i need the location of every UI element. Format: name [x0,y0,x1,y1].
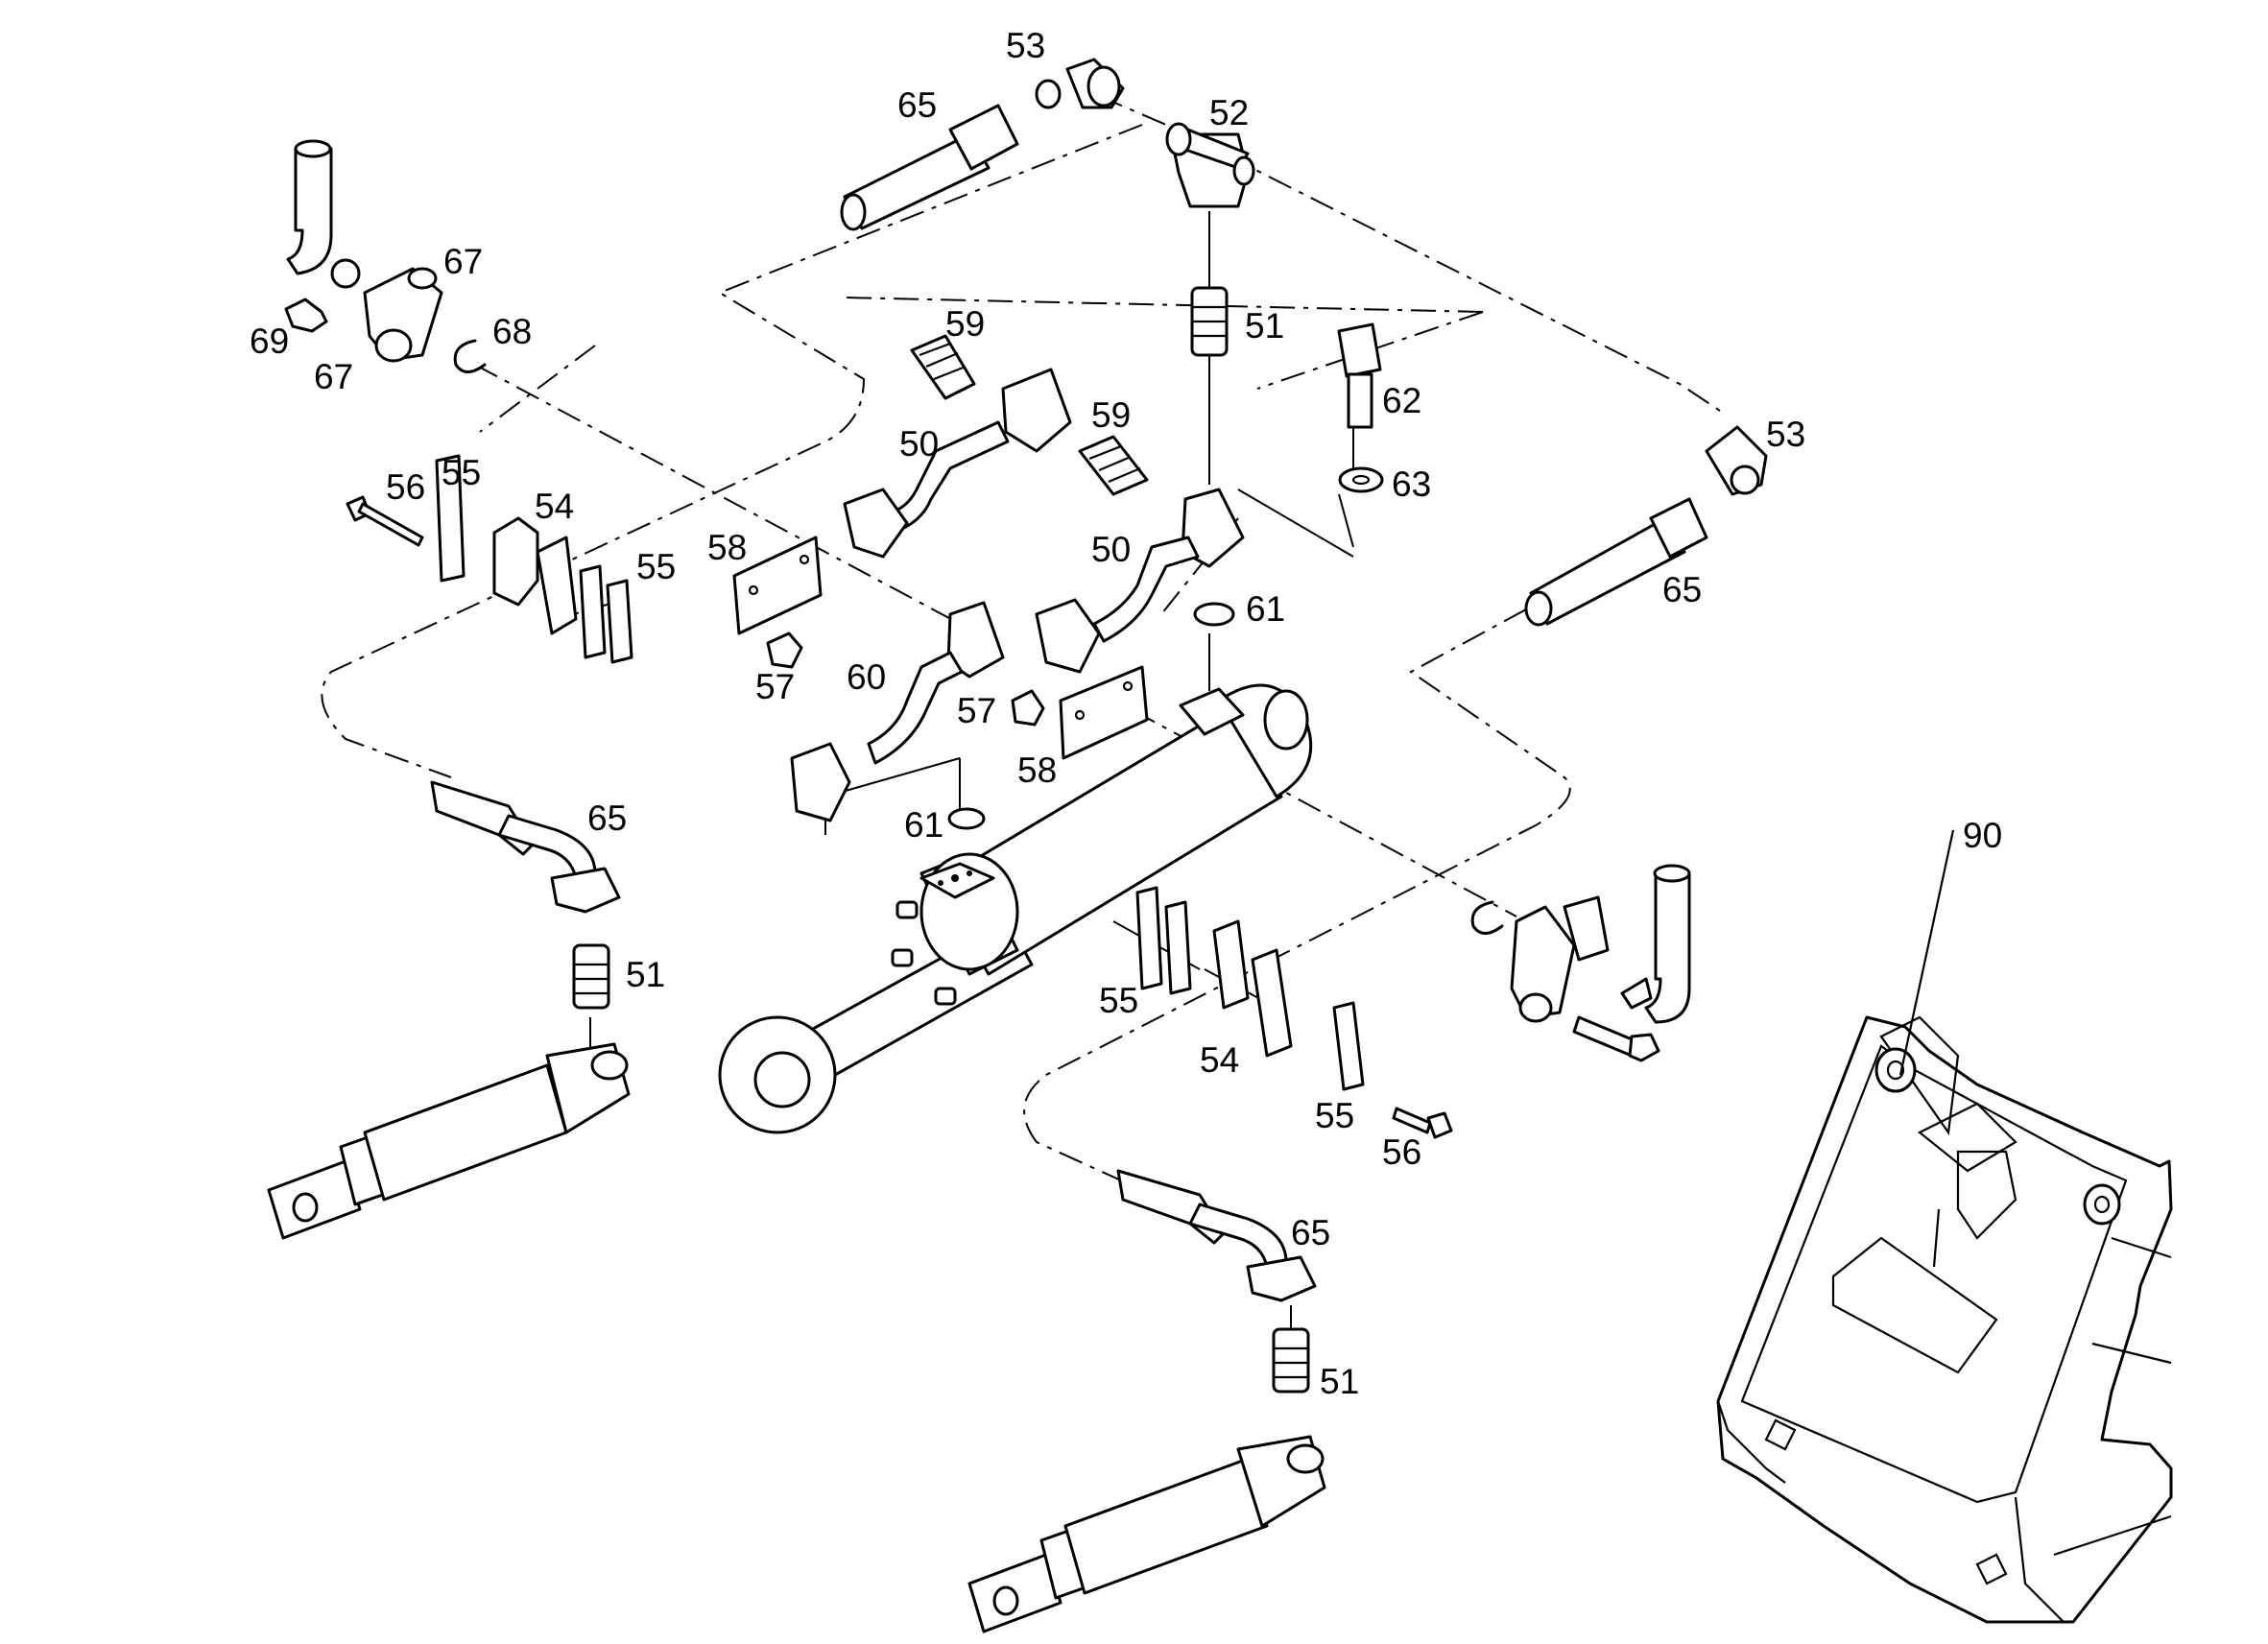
label-55: 55 [442,453,481,492]
label-69: 69 [250,322,289,361]
nipple-51-left [572,943,610,1010]
nipple-51-bottom [1272,1327,1310,1394]
label-65: 65 [1291,1213,1330,1252]
clamp-54-upper [492,516,578,635]
bolt-62 [1337,322,1382,429]
label-61: 61 [1246,589,1285,629]
label-59: 59 [1091,395,1131,435]
label-55: 55 [1099,981,1138,1020]
bolt-56-lower [1392,1107,1453,1139]
label-50: 50 [899,424,939,464]
hose-65-right [1524,497,1708,627]
assembly-leader-lines [321,95,1724,1191]
washer-63 [1338,466,1384,493]
hydraulic-cylinder-main [718,683,1313,1134]
label-60: 60 [847,657,886,697]
bolt-56-upper [346,495,424,547]
label-67: 67 [314,357,353,396]
nut-57-left [766,631,803,669]
label-61: 61 [904,805,943,845]
o-ring-61-right [1193,602,1235,627]
label-53: 53 [1006,26,1045,65]
o-ring-68 [453,339,487,373]
plate-55-upper-b [579,564,633,664]
adapter-59-upper [910,334,976,400]
label-57: 57 [957,691,996,730]
clamp-54-lower [1212,919,1293,1058]
label-51: 51 [626,955,665,994]
loader-frame-90 [1716,829,2173,1624]
label-55: 55 [1315,1096,1354,1135]
hose-elbow-right [1620,864,1691,1024]
screw-right [1572,1015,1660,1062]
label-51: 51 [1245,306,1284,345]
label-65: 65 [897,85,937,125]
elbow-fitting-53-right [1705,425,1768,496]
label-51: 51 [1320,1362,1359,1401]
o-ring-61-left [947,807,986,830]
plate-55-lower-a [1135,886,1192,995]
hose-65-bottom [1116,1169,1317,1302]
tee-fitting-52 [1165,122,1255,208]
label-58: 58 [1017,751,1057,790]
label-90: 90 [1963,816,2002,855]
tube-60 [790,601,1005,822]
hydraulic-cylinder-left [267,1042,631,1240]
tube-50-upper [843,368,1072,559]
label-55: 55 [636,547,676,586]
part-number-labels: 53 65 52 67 69 67 68 59 51 62 59 53 50 6… [250,26,2002,1401]
label-65: 65 [1662,570,1702,609]
label-58: 58 [707,528,747,567]
label-50: 50 [1091,530,1131,569]
plate-58-left [732,536,823,635]
label-53: 53 [1766,415,1805,454]
label-67: 67 [443,242,483,281]
plate-58-right [1059,665,1149,760]
label-63: 63 [1392,465,1431,504]
screw-69 [284,298,328,333]
hose-65-top [840,104,1019,231]
plate-55-lower-b [1332,1001,1365,1091]
label-65: 65 [587,798,627,838]
adapter-59-lower [1078,435,1149,496]
label-56: 56 [1382,1132,1421,1172]
label-52: 52 [1209,93,1249,132]
split-flange-67 [330,258,443,363]
hose-elbow-top-left [286,139,333,275]
plate-55-upper-a [435,454,466,583]
label-54: 54 [1200,1040,1239,1080]
label-62: 62 [1382,381,1421,420]
split-flange-right [1510,895,1610,1023]
tube-50-center [1035,488,1245,674]
elbow-fitting-53-top [1035,58,1125,109]
label-56: 56 [386,467,425,507]
nut-57-right [1011,689,1045,727]
label-54: 54 [535,487,574,526]
label-59: 59 [945,304,985,344]
o-ring-right [1470,900,1504,935]
label-57: 57 [755,667,795,706]
hose-65-left [430,780,621,914]
hydraulic-cylinder-bottom [967,1435,1326,1633]
nipple-51-top [1190,286,1229,357]
label-68: 68 [492,312,532,351]
